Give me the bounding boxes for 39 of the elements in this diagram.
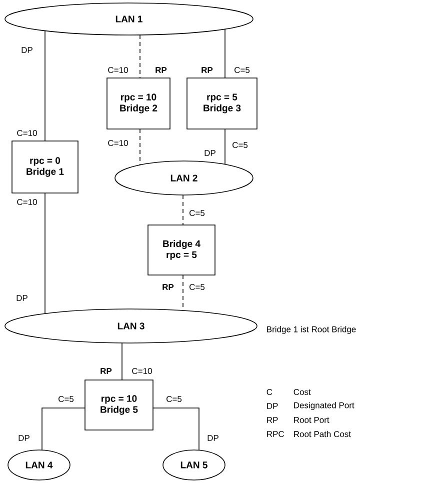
port-label: C=5	[232, 142, 248, 148]
note-text: Bridge 1 ist Root Bridge	[267, 326, 356, 334]
legend-description: Cost	[294, 389, 311, 395]
bridge-box: rpc = 10 Bridge 5	[84, 380, 154, 430]
port-label: RP	[162, 284, 174, 290]
port-label: DP	[22, 47, 32, 53]
port-label: DP	[204, 150, 216, 156]
port-label: C=10	[108, 140, 128, 146]
legend-abbreviation: RPC	[267, 431, 284, 437]
legend-abbreviation: DP	[267, 403, 278, 409]
legend-abbreviation: C	[266, 389, 272, 395]
port-label: C=5	[190, 210, 205, 216]
connection-line	[224, 128, 226, 165]
bridge-box: rpc = 5 Bridge 3	[186, 78, 258, 130]
connection-line	[182, 274, 184, 311]
connection-line	[44, 192, 46, 314]
port-label: C=10	[17, 199, 37, 205]
port-label: DP	[208, 435, 218, 441]
bridge-box: rpc = 10 Bridge 2	[106, 78, 170, 130]
connection-line	[224, 28, 226, 78]
port-label: C=10	[132, 368, 152, 374]
connection-line	[152, 408, 200, 451]
port-label: RP	[100, 368, 112, 374]
bridge-box: Bridge 4 rpc = 5	[148, 224, 216, 276]
port-label: C=10	[17, 130, 37, 136]
legend-abbreviation: RP	[267, 417, 278, 423]
port-label: C=5	[190, 284, 205, 290]
legend-description: Root Path Cost	[294, 430, 351, 438]
port-label: DP	[18, 435, 30, 441]
bridge-box: rpc = 0 Bridge 1	[12, 140, 78, 194]
port-label: DP	[16, 295, 28, 301]
connection-line	[42, 408, 86, 450]
legend-description: Root Port	[294, 417, 330, 423]
port-label: C=5	[58, 396, 74, 402]
connection-line	[182, 194, 184, 226]
connection-line	[44, 30, 46, 142]
port-label: C=5	[166, 396, 182, 402]
legend-description: Designated Port	[294, 402, 354, 410]
port-label: RP	[156, 67, 167, 73]
